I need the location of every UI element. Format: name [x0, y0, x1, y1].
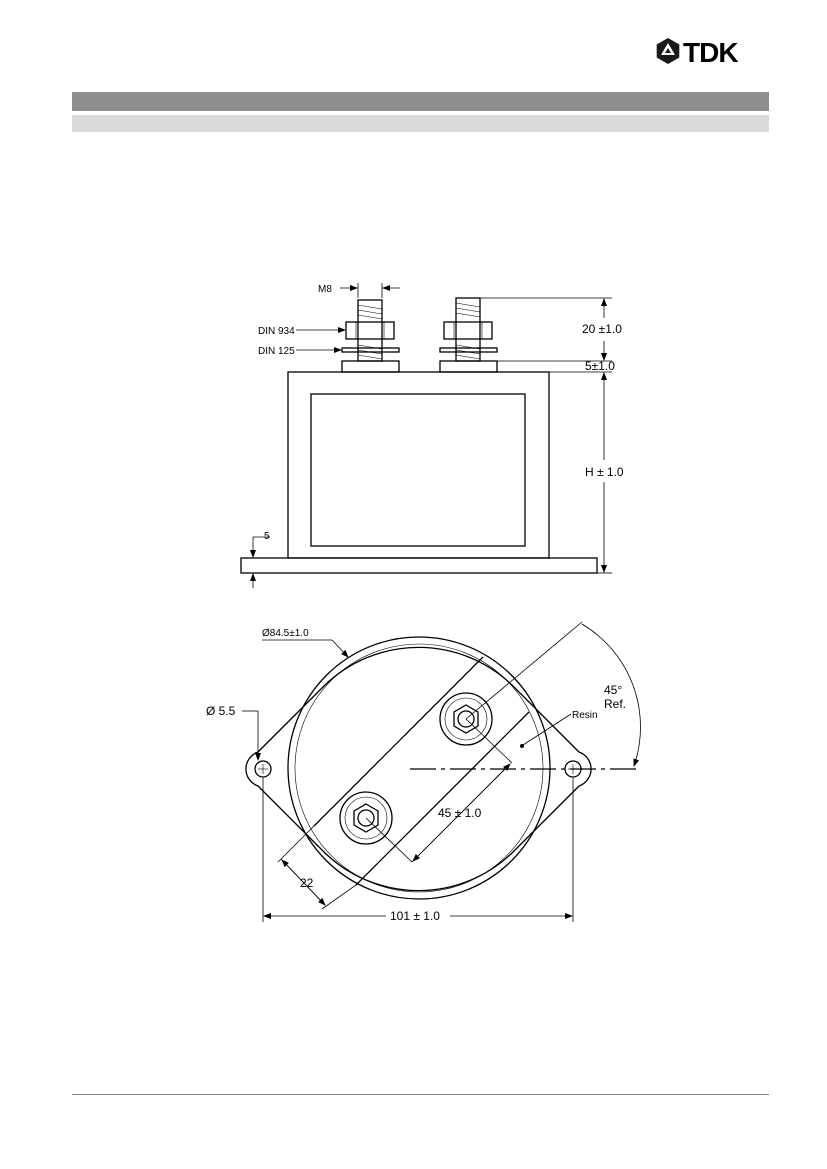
- dim-collar: 5±1.0: [585, 359, 615, 373]
- capacitor-body: [287, 371, 550, 559]
- mounting-flange: [245, 646, 592, 892]
- terminal-collar-right: [439, 360, 498, 373]
- body-inner-panel: [310, 393, 526, 547]
- dim-diameter: Ø84.5±1.0: [262, 628, 309, 639]
- dim-band: 22: [300, 876, 314, 890]
- label-nut: DIN 934: [258, 326, 295, 337]
- header-bar-dark: [72, 92, 769, 111]
- nut-left: [345, 321, 395, 340]
- side-view: M8 DIN 934 DIN 125 20 ±1.0 5±1.0 H ± 1.0…: [240, 283, 624, 588]
- resin-band-edge-top: [313, 656, 484, 827]
- dim-spacing: 45 ± 1.0: [438, 806, 482, 820]
- terminal-top-lower: [339, 791, 393, 845]
- label-resin: Resin: [572, 710, 598, 721]
- dim-width: 101 ± 1.0: [390, 909, 440, 923]
- angle-ref: Ref.: [604, 697, 626, 711]
- header-bar-light: [72, 115, 769, 132]
- terminal-top-upper: [439, 692, 493, 746]
- top-view: Ø84.5±1.0 Ø 5.5 45° Ref. Resin 45 ± 1.0 …: [206, 621, 641, 923]
- dim-terminal-height: 20 ±1.0: [582, 322, 622, 336]
- mounting-hole-left: [254, 760, 272, 778]
- washer-right: [439, 347, 498, 353]
- footer-rule: [72, 1094, 769, 1095]
- base-flange: [240, 557, 598, 574]
- tdk-logo: TDK: [650, 36, 770, 68]
- label-thread: M8: [318, 284, 332, 295]
- terminal-collar-left: [341, 360, 400, 373]
- angle-value: 45°: [604, 683, 622, 697]
- label-washer: DIN 125: [258, 346, 295, 357]
- terminal-left: [341, 299, 400, 362]
- can-outer: [287, 636, 551, 900]
- dim-base: 5: [264, 531, 270, 542]
- resin-band-edge-bottom: [355, 711, 530, 886]
- dim-height: H ± 1.0: [585, 465, 624, 479]
- terminal-right: [439, 297, 498, 362]
- can-inner: [294, 643, 544, 893]
- washer-left: [341, 347, 400, 353]
- nut-right: [443, 321, 493, 340]
- dim-hole: Ø 5.5: [206, 704, 236, 718]
- tdk-emblem-icon: [656, 38, 680, 64]
- brand-name: TDK: [683, 37, 738, 66]
